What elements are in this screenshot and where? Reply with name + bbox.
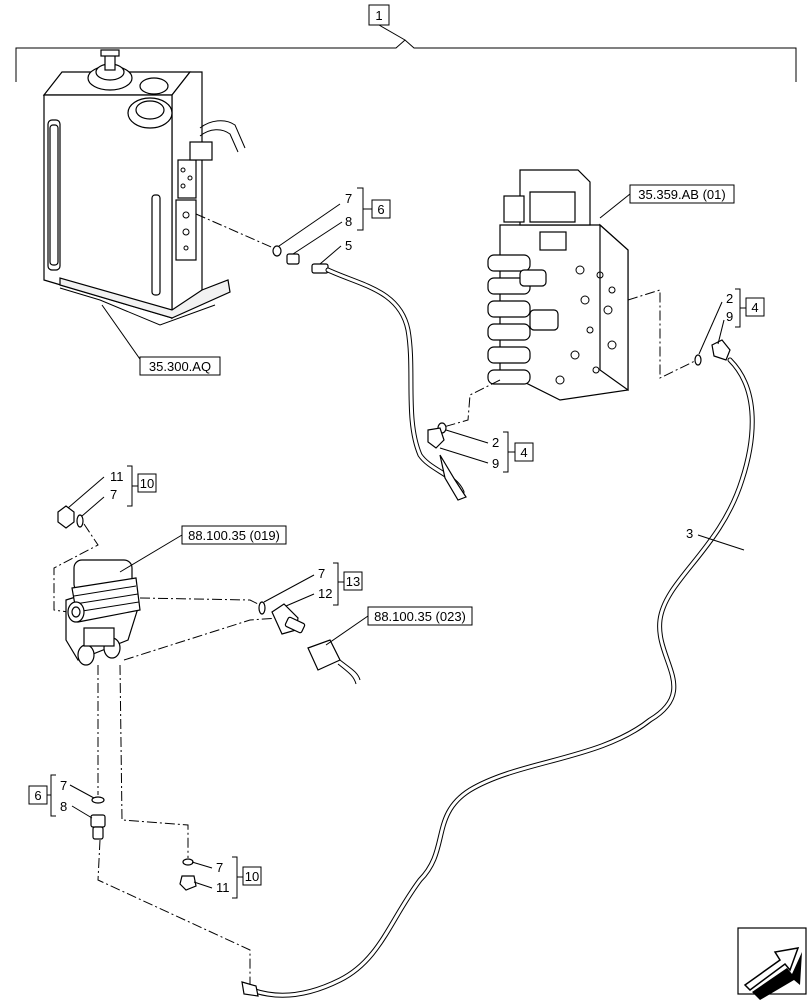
callout-valve-bottom-2: 2: [492, 435, 499, 450]
callout-top-plug-7: 7: [110, 487, 117, 502]
assembly-item-number: 1: [375, 8, 382, 23]
tank-reference-label: 35.300.AQ: [149, 359, 211, 374]
connector: 88.100.35 (023): [307, 606, 473, 685]
top-plug-parts: 11 7 10: [57, 465, 157, 529]
callout-bottom-plug-11: 11: [216, 880, 230, 895]
kit-bottom-plug-10: 10: [245, 869, 259, 884]
callout-switch-7: 7: [318, 566, 325, 581]
long-hose-3: 3: [241, 357, 755, 998]
kit-bottom-left-6: 6: [34, 788, 41, 803]
tank-fitting-parts: 7 8 5 6: [272, 187, 391, 274]
callout-bottom-plug-7: 7: [216, 860, 223, 875]
callout-tank-7: 7: [345, 191, 352, 206]
assembly-bracket: 1: [15, 4, 797, 82]
callout-hose-3: 3: [686, 526, 693, 541]
callout-top-plug-11: 11: [110, 469, 124, 484]
valve-bottom-fitting: 2 9 4: [427, 422, 534, 473]
valve-right-fitting: 2 9 4: [694, 288, 765, 366]
kit-valve-right-4: 4: [751, 300, 758, 315]
pressure-switch-parts: 7 12 13: [258, 562, 363, 635]
tank-return-hose: [325, 267, 467, 501]
valve-spools: [487, 254, 559, 385]
control-valve: [487, 169, 629, 401]
sensor-body: [65, 559, 141, 666]
callout-valve-right-2: 2: [726, 291, 733, 306]
bottom-plug-parts: 7 11 10: [179, 856, 262, 899]
connector-reference-label: 88.100.35 (023): [374, 609, 466, 624]
hydraulic-tank: [42, 49, 246, 326]
kit-switch-13: 13: [346, 574, 360, 589]
sensor-body-reference-label: 88.100.35 (019): [188, 528, 280, 543]
callout-bottom-left-7: 7: [60, 778, 67, 793]
valve-reference-label: 35.359.AB (01): [638, 187, 725, 202]
kit-tank-6: 6: [377, 202, 384, 217]
tank-reference: 35.300.AQ: [101, 304, 221, 376]
callout-valve-right-9: 9: [726, 309, 733, 324]
kit-valve-bottom-4: 4: [520, 445, 527, 460]
sensor-body-reference: 88.100.35 (019): [119, 525, 287, 573]
valve-reference: 35.359.AB (01): [599, 184, 735, 219]
next-page-arrow-icon[interactable]: [737, 927, 807, 1000]
kit-top-plug-10: 10: [140, 476, 154, 491]
callout-tank-8: 8: [345, 214, 352, 229]
callout-valve-bottom-9: 9: [492, 456, 499, 471]
callout-bottom-left-8: 8: [60, 799, 67, 814]
bottom-left-fitting-parts: 7 8 6: [28, 774, 106, 840]
callout-switch-12: 12: [318, 586, 332, 601]
callout-tank-5: 5: [345, 238, 352, 253]
